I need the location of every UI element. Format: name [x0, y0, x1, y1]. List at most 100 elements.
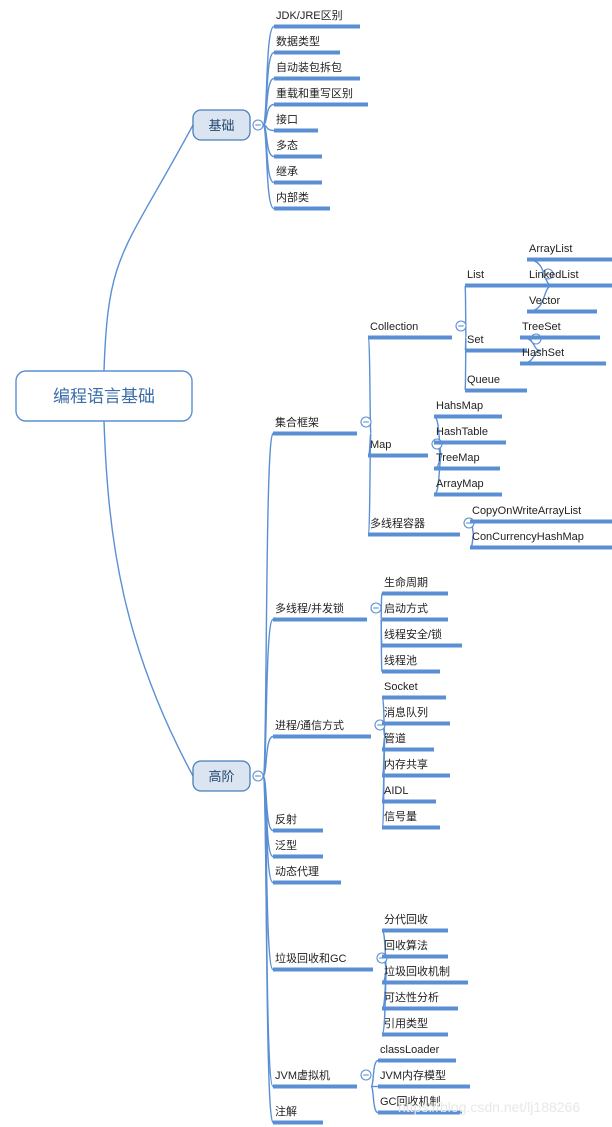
topic-label: 线程安全/锁	[384, 627, 442, 641]
link-root-to-高阶	[103, 420, 194, 777]
topic-node-treemap[interactable]: TreeMap	[434, 452, 500, 471]
topic-node-内存共享[interactable]: 内存共享	[382, 757, 450, 778]
topic-node-线程池[interactable]: 线程池	[382, 653, 440, 674]
topic-node-可达性分析[interactable]: 可达性分析	[382, 990, 458, 1011]
topic-label: 管道	[384, 731, 406, 745]
topic-node-copyonwritearraylist[interactable]: CopyOnWriteArrayList	[470, 505, 612, 524]
link-root-to-基础	[103, 124, 194, 372]
topic-node-set[interactable]: Set	[465, 334, 527, 353]
topic-node-信号量[interactable]: 信号量	[382, 810, 440, 830]
topic-label: 继承	[276, 165, 298, 178]
topic-node-多线程-并发锁[interactable]: 多线程/并发锁	[273, 601, 367, 622]
topic-node-接口[interactable]: 接口	[274, 113, 318, 133]
collapse-toggle-集合框架[interactable]	[360, 416, 372, 428]
topic-label: HashSet	[522, 347, 564, 359]
topic-label: 启动方式	[384, 601, 428, 615]
topic-node-gc回收机制[interactable]: GC回收机制	[378, 1094, 462, 1115]
collapse-toggle-多线程-并发锁[interactable]	[370, 602, 382, 614]
topic-node-数据类型[interactable]: 数据类型	[274, 34, 340, 55]
topic-node-泛型[interactable]: 泛型	[273, 838, 323, 859]
topic-node-自动装包拆包[interactable]: 自动装包拆包	[274, 60, 360, 81]
link-jvm虚拟机-to-gc回收机制	[370, 1085, 379, 1114]
topic-node-垃圾回收机制[interactable]: 垃圾回收机制	[382, 964, 468, 985]
topic-label: 数据类型	[276, 34, 320, 48]
topic-label: ConCurrencyHashMap	[472, 531, 584, 543]
topic-node-进程-通信方式[interactable]: 进程/通信方式	[273, 718, 371, 739]
branch-node-基础[interactable]: 基础	[192, 109, 251, 141]
topic-label: 垃圾回收和GC	[275, 951, 347, 965]
link-jvm虚拟机-to-classloader	[370, 1059, 379, 1088]
topic-node-treeset[interactable]: TreeSet	[520, 321, 600, 340]
branch-node-高阶[interactable]: 高阶	[192, 760, 251, 792]
topic-node-aidl[interactable]: AIDL	[382, 785, 436, 804]
topic-node-classloader[interactable]: classLoader	[378, 1044, 456, 1063]
topic-node-集合框架[interactable]: 集合框架	[273, 415, 357, 436]
link-基础-to-内部类	[262, 124, 275, 210]
root-box	[15, 370, 193, 422]
topic-node-queue[interactable]: Queue	[465, 374, 527, 393]
topic-label: CopyOnWriteArrayList	[472, 505, 581, 517]
topic-label: Socket	[384, 681, 418, 693]
topic-label: Map	[370, 439, 391, 451]
topic-label: TreeSet	[522, 321, 561, 333]
topic-node-继承[interactable]: 继承	[274, 165, 322, 185]
topic-node-注解[interactable]: 注解	[273, 1104, 323, 1125]
topic-label: ArrayMap	[436, 478, 484, 490]
topic-label: 分代回收	[384, 912, 428, 926]
topic-label: 信号量	[384, 810, 417, 823]
topic-node-生命周期[interactable]: 生命周期	[382, 575, 448, 596]
topic-node-jdk-jre区别[interactable]: JDK/JRE区别	[274, 9, 360, 29]
topic-node-socket[interactable]: Socket	[382, 681, 446, 700]
topic-node-hahsmap[interactable]: HahsMap	[434, 400, 502, 419]
topic-label: 反射	[275, 812, 297, 826]
topic-node-动态代理[interactable]: 动态代理	[273, 865, 341, 885]
topic-label: List	[467, 269, 484, 281]
topic-label: JVM虚拟机	[275, 1068, 330, 1082]
topic-label: GC回收机制	[380, 1094, 441, 1108]
topic-label: 生命周期	[384, 575, 428, 589]
topic-label: 接口	[276, 113, 298, 126]
topic-node-vector[interactable]: Vector	[527, 295, 597, 314]
collapse-toggle-jvm虚拟机[interactable]	[360, 1069, 372, 1081]
topic-node-jvm内存模型[interactable]: JVM内存模型	[378, 1068, 470, 1089]
topic-node-hashset[interactable]: HashSet	[520, 347, 606, 366]
topic-node-启动方式[interactable]: 启动方式	[382, 601, 448, 622]
topic-node-引用类型[interactable]: 引用类型	[382, 1016, 448, 1037]
topic-label: Collection	[370, 321, 418, 333]
topic-node-arraylist[interactable]: ArrayList	[527, 243, 612, 262]
topic-node-concurrencyhashmap[interactable]: ConCurrencyHashMap	[470, 531, 612, 550]
link-多线程-并发锁-to-生命周期	[380, 592, 383, 621]
topic-node-jvm虚拟机[interactable]: JVM虚拟机	[273, 1068, 357, 1089]
collapse-toggle-list[interactable]	[542, 268, 554, 280]
topic-label: HahsMap	[436, 400, 483, 412]
topic-node-map[interactable]: Map	[368, 439, 428, 458]
topic-node-多线程容器[interactable]: 多线程容器	[368, 516, 460, 537]
root-node[interactable]: 编程语言基础	[15, 370, 193, 422]
topic-node-垃圾回收和gc[interactable]: 垃圾回收和GC	[273, 951, 373, 972]
collapse-toggle-collection[interactable]	[455, 320, 467, 332]
topic-node-反射[interactable]: 反射	[273, 812, 323, 833]
link-集合框架-to-collection	[367, 336, 372, 435]
collapse-toggle-高阶[interactable]	[252, 770, 264, 782]
topic-node-回收算法[interactable]: 回收算法	[382, 938, 448, 959]
topic-node-管道[interactable]: 管道	[382, 731, 434, 752]
topic-node-collection[interactable]: Collection	[368, 321, 452, 340]
topic-node-消息队列[interactable]: 消息队列	[382, 705, 450, 726]
branch-label: 高阶	[208, 769, 234, 784]
topic-node-线程安全-锁[interactable]: 线程安全/锁	[382, 627, 462, 648]
topic-node-多态[interactable]: 多态	[274, 138, 322, 159]
link-collection-to-list	[464, 284, 467, 339]
topic-node-list[interactable]: List	[465, 269, 539, 288]
topic-node-hashtable[interactable]: HashTable	[434, 426, 506, 445]
topic-label: 回收算法	[384, 938, 428, 952]
topic-node-arraymap[interactable]: ArrayMap	[434, 478, 502, 497]
topic-label: Set	[467, 334, 484, 346]
collapse-toggle-基础[interactable]	[252, 119, 264, 131]
link-高阶-to-注解	[262, 775, 274, 1124]
topic-node-linkedlist[interactable]: LinkedList	[527, 269, 612, 288]
topic-label: AIDL	[384, 785, 408, 797]
topic-node-重载和重写区别[interactable]: 重载和重写区别	[274, 86, 368, 107]
topic-label: TreeMap	[436, 452, 480, 464]
topic-node-内部类[interactable]: 内部类	[274, 190, 330, 211]
topic-node-分代回收[interactable]: 分代回收	[382, 912, 448, 933]
